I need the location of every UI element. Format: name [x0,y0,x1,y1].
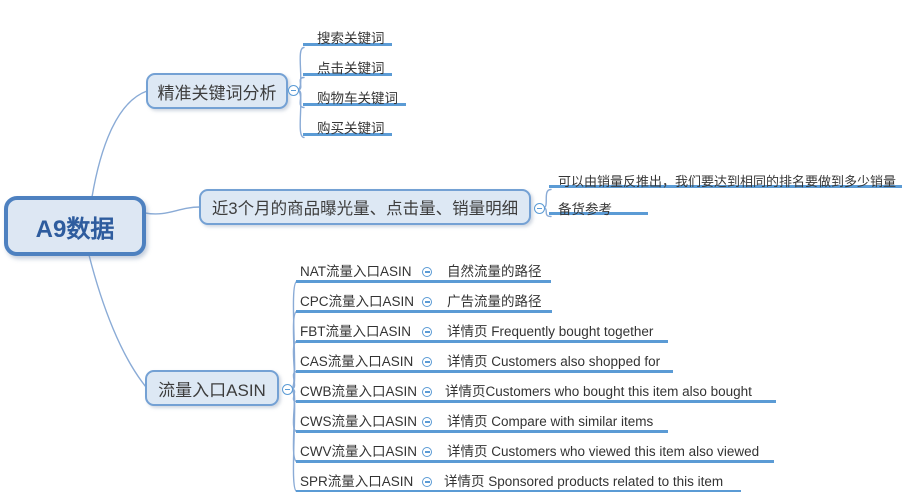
minus-icon [424,481,430,483]
branch-node-traffic-asin[interactable]: 流量入口ASIN [145,370,279,406]
leaf-topic[interactable]: 购物车关键词 [303,87,406,106]
leaf-note[interactable]: 详情页 Customers also shopped for [447,353,660,370]
leaf-note-label: 广告流量的路径 [447,294,542,309]
root-node-label: A9数据 [35,215,115,243]
connector-b3-row8 [290,388,298,492]
branch-node-3month-detail[interactable]: 近3个月的商品曝光量、点击量、销量明细 [199,189,531,225]
leaf-topic[interactable]: 备货参考 [549,198,648,217]
leaf-topic[interactable]: 点击关键词 [303,57,392,76]
leaf-topic-label: 购买关键词 [317,121,385,136]
leaf-note-label: 详情页 Sponsored products related to this i… [444,474,724,489]
leaf-note-label: 自然流量的路径 [447,264,542,279]
leaf-note-label: 详情页 Frequently bought together [447,324,654,339]
leaf-topic-label: NAT流量入口ASIN [300,264,412,279]
leaf-topic-label: 备货参考 [558,202,612,217]
row-underline [296,310,552,313]
leaf-topic-label: CWS流量入口ASIN [300,414,418,429]
leaf-topic-label: CPC流量入口ASIN [300,294,415,309]
row-underline [296,340,668,343]
leaf-note[interactable]: 详情页 Customers who viewed this item also … [447,443,759,460]
leaf-note-label: 详情页 Compare with similar items [447,414,654,429]
leaf-topic-label: FBT流量入口ASIN [300,324,412,339]
leaf-note[interactable]: 详情页 Sponsored products related to this i… [444,473,723,490]
collapse-toggle-icon[interactable] [422,477,432,487]
leaf-note[interactable]: 详情页 Compare with similar items [447,413,653,430]
leaf-topic[interactable]: 搜索关键词 [303,27,392,46]
minus-icon [537,207,542,210]
collapse-toggle-icon[interactable] [422,357,432,367]
collapse-toggle-icon[interactable] [534,203,545,214]
minus-icon [424,271,430,273]
leaf-note[interactable]: 广告流量的路径 [447,293,542,310]
collapse-toggle-icon[interactable] [422,267,432,277]
minus-icon [424,421,430,423]
row-underline [296,370,673,373]
leaf-topic-label: 购物车关键词 [317,91,398,106]
leaf-note-label: 详情页Customers who bought this item also b… [445,384,752,399]
minus-icon [424,301,430,303]
leaf-topic-label: 搜索关键词 [317,31,385,46]
leaf-topic[interactable]: SPR流量入口ASIN [300,473,413,490]
row-underline [296,430,668,433]
leaf-note[interactable]: 自然流量的路径 [447,263,542,280]
leaf-topic-label: CWB流量入口ASIN [300,384,418,399]
minus-icon [424,361,430,363]
leaf-topic-label: CAS流量入口ASIN [300,354,414,369]
minus-icon [424,391,430,393]
row-underline [296,280,551,283]
collapse-toggle-icon[interactable] [288,85,299,96]
root-node[interactable]: A9数据 [4,196,146,256]
branch-node-keyword-analysis-label: 精准关键词分析 [157,83,277,103]
connector-root-branch3 [88,254,147,388]
leaf-topic[interactable]: 购买关键词 [303,117,392,136]
leaf-topic[interactable]: CWV流量入口ASIN [300,443,417,460]
collapse-toggle-icon[interactable] [422,447,432,457]
branch-node-traffic-asin-label: 流量入口ASIN [158,380,266,400]
collapse-toggle-icon[interactable] [422,327,432,337]
minus-icon [285,388,290,391]
collapse-toggle-icon[interactable] [422,297,432,307]
leaf-note-label: 详情页 Customers also shopped for [447,354,661,369]
connector-root-branch1 [91,90,148,198]
minus-icon [424,451,430,453]
leaf-note-label: 详情页 Customers who viewed this item also … [447,444,760,459]
leaf-topic[interactable]: FBT流量入口ASIN [300,323,411,340]
leaf-topic[interactable]: 可以由销量反推出，我们要达到相同的排名要做到多少销量 [549,171,902,189]
branch-node-3month-detail-label: 近3个月的商品曝光量、点击量、销量明细 [211,200,519,218]
row-underline [296,400,776,403]
leaf-topic-label: CWV流量入口ASIN [300,444,418,459]
connector-root-branch2 [144,206,201,215]
leaf-topic[interactable]: CWB流量入口ASIN [300,383,417,400]
branch-node-keyword-analysis[interactable]: 精准关键词分析 [146,73,288,109]
leaf-note[interactable]: 详情页 Frequently bought together [447,323,653,340]
leaf-topic[interactable]: CWS流量入口ASIN [300,413,417,430]
leaf-topic[interactable]: CAS流量入口ASIN [300,353,413,370]
leaf-note[interactable]: 详情页Customers who bought this item also b… [445,383,752,400]
collapse-toggle-icon[interactable] [282,384,293,395]
row-underline [296,490,741,492]
row-underline [296,460,774,463]
leaf-topic-label: 点击关键词 [317,61,385,76]
leaf-topic[interactable]: CPC流量入口ASIN [300,293,414,310]
minus-icon [424,331,430,333]
leaf-topic-label: SPR流量入口ASIN [300,474,414,489]
leaf-topic-label: 可以由销量反推出，我们要达到相同的排名要做到多少销量 [558,174,897,189]
collapse-toggle-icon[interactable] [422,387,432,397]
collapse-toggle-icon[interactable] [422,417,432,427]
minus-icon [291,89,296,92]
leaf-topic[interactable]: NAT流量入口ASIN [300,263,412,280]
